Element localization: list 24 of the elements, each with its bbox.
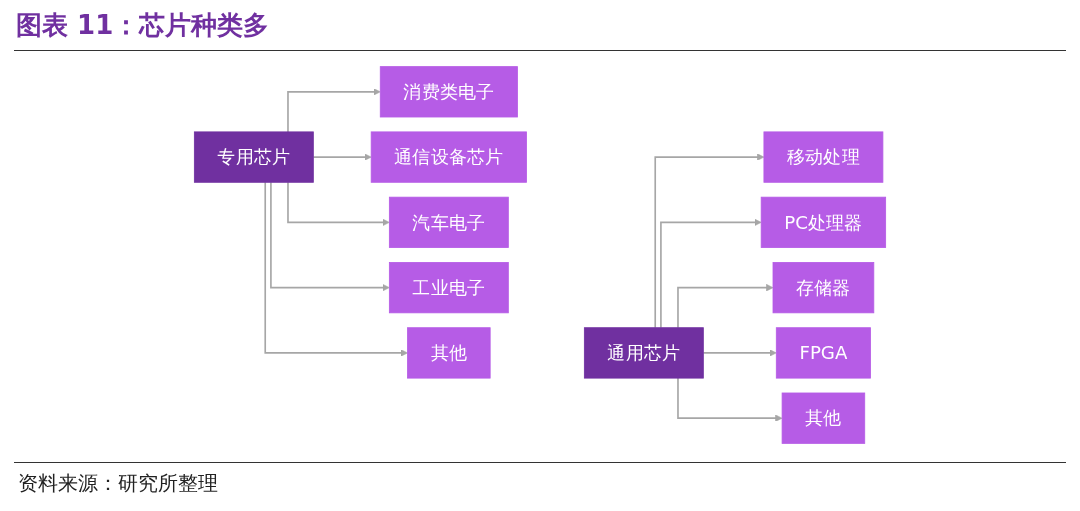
arrow <box>660 218 762 329</box>
node-box: 通信设备芯片 <box>370 131 527 183</box>
node-box: 其他 <box>407 327 491 379</box>
node-box: FPGA <box>775 327 871 379</box>
node-box: 通用芯片 <box>583 327 704 379</box>
node-box: 消费类电子 <box>379 66 518 118</box>
arrow <box>677 284 774 329</box>
node-box: 其他 <box>781 392 866 444</box>
node-box: 汽车电子 <box>388 196 509 248</box>
arrow <box>264 181 408 357</box>
node-box: PC处理器 <box>760 196 887 248</box>
node-box: 存储器 <box>772 262 875 314</box>
arrow <box>287 88 381 133</box>
node-box: 专用芯片 <box>193 131 314 183</box>
arrow <box>270 181 390 292</box>
arrow <box>654 153 765 329</box>
arrow <box>312 153 372 161</box>
node-box: 移动处理 <box>763 131 884 183</box>
figure-title: 图表 11：芯片种类多 <box>16 9 270 42</box>
arrow <box>702 349 777 357</box>
arrow <box>287 181 390 226</box>
arrow <box>677 377 783 422</box>
node-box: 工业电子 <box>388 262 509 314</box>
source-caption: 资料来源：研究所整理 <box>18 470 218 497</box>
